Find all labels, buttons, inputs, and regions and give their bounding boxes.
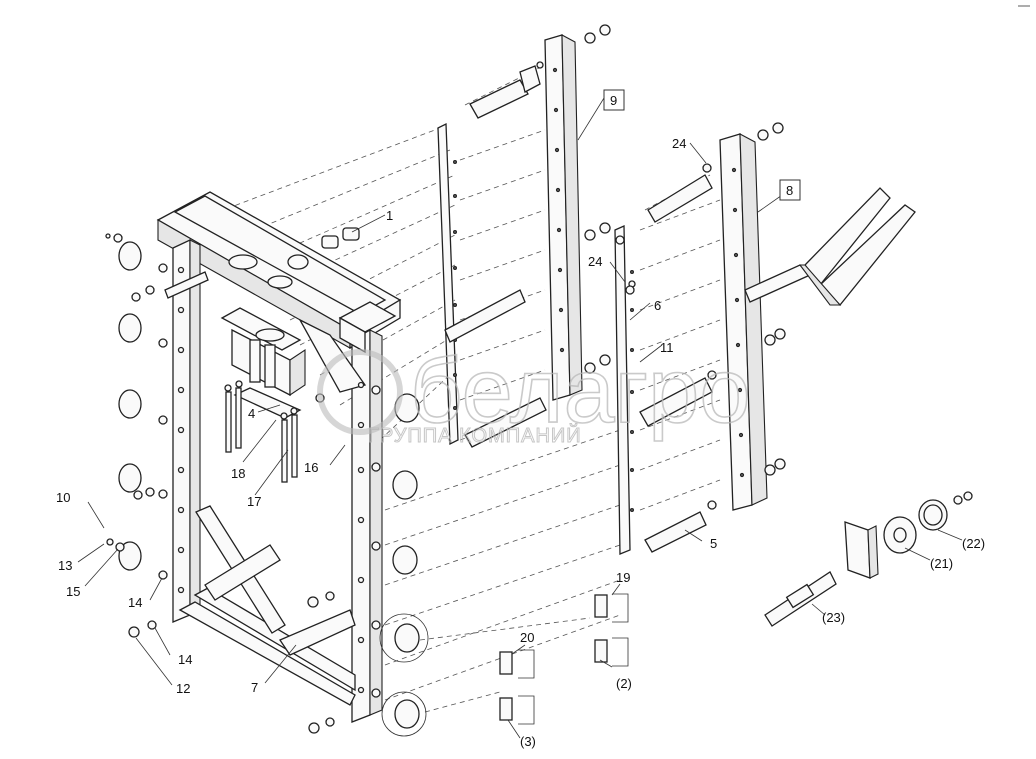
label-12: 12 (176, 681, 190, 696)
label-8-box (779, 179, 801, 201)
label-3: (3) (520, 734, 536, 749)
label-4: 4 (248, 406, 255, 421)
label-22: (22) (962, 536, 985, 551)
label-9: 9 (610, 93, 617, 108)
label-24a: 24 (672, 136, 686, 151)
roller-assembly (764, 491, 973, 627)
label-14b: 14 (178, 652, 192, 667)
label-21: (21) (930, 556, 953, 571)
label-5: 5 (710, 536, 717, 551)
chute (744, 187, 916, 306)
guide-rail-9 (544, 24, 611, 401)
label-2: (2) (616, 676, 632, 691)
label-9-box (603, 89, 625, 111)
mount-bracket (220, 307, 306, 419)
label-7: 7 (251, 680, 258, 695)
long-bolts (224, 380, 298, 483)
watermark: белагро ГРУППА КОМПАНИЙ (317, 339, 751, 448)
guide-rail-8 (719, 122, 786, 511)
label-15: 15 (66, 584, 80, 599)
label-1: 1 (386, 208, 393, 223)
left-rollers (105, 233, 168, 638)
label-10: 10 (56, 490, 70, 505)
label-24b: 24 (588, 254, 602, 269)
watermark-subtitle: ГРУППА КОМПАНИЙ (368, 423, 582, 447)
shafts (444, 61, 717, 553)
label-20: 20 (520, 630, 534, 645)
label-11: 11 (660, 340, 674, 355)
label-23: (23) (822, 610, 845, 625)
leader-lines (77, 97, 963, 739)
watermark-brand: белагро (410, 340, 751, 442)
label-18: 18 (231, 466, 245, 481)
label-14a: 14 (128, 595, 142, 610)
guide-strip-6 (614, 225, 634, 555)
guide-strip-left (437, 122, 459, 446)
seal-parts (499, 593, 629, 725)
main-frame (156, 191, 402, 723)
bushing (321, 227, 360, 249)
label-8: 8 (786, 183, 793, 198)
label-6: 6 (654, 298, 661, 313)
callout-labels: 1 4 18 17 16 7 10 13 15 14 14 12 9 8 24 … (56, 89, 985, 749)
frame-rollers (307, 385, 429, 737)
label-13: 13 (58, 558, 72, 573)
label-19: 19 (616, 570, 630, 585)
label-17: 17 (247, 494, 261, 509)
label-16: 16 (304, 460, 318, 475)
